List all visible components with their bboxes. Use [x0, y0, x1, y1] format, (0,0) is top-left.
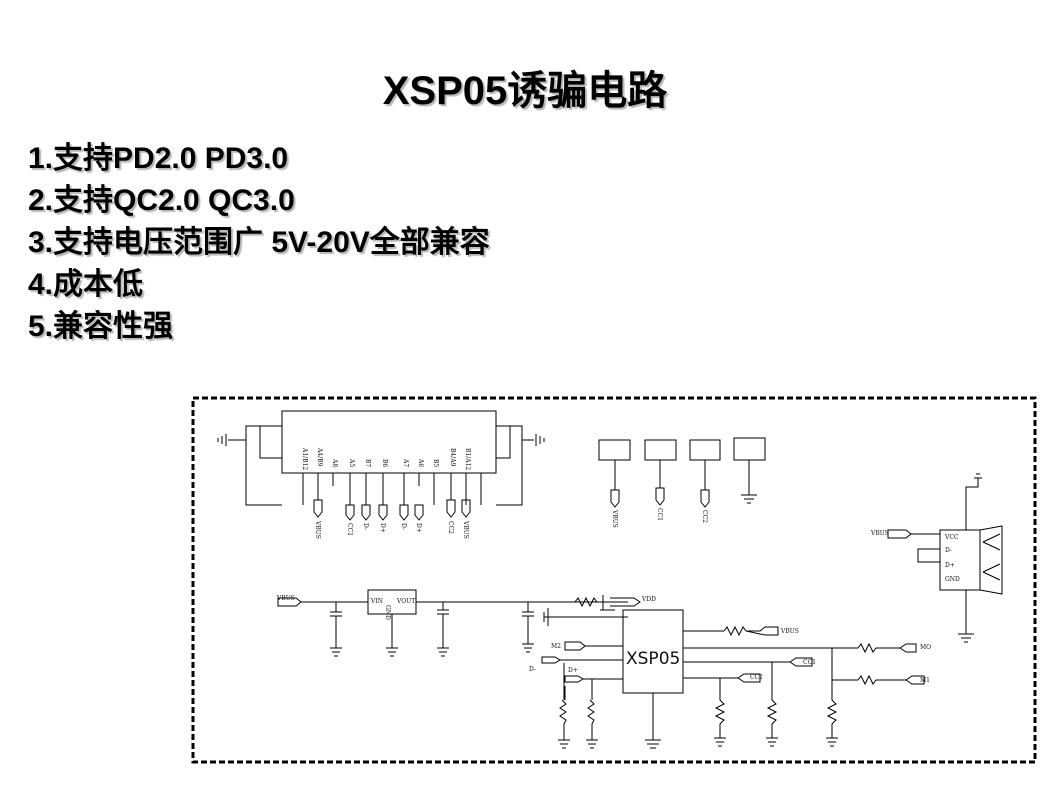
- net-label: VBUS: [611, 509, 618, 528]
- net-label: CC1: [803, 659, 816, 666]
- usb-pin-label: GND: [945, 576, 960, 583]
- pin-label: A6: [417, 458, 424, 467]
- pin-label: A8: [331, 458, 338, 467]
- test-pad: [644, 439, 677, 461]
- net-label: VBUS: [780, 628, 799, 635]
- pin-label: B5: [432, 459, 439, 467]
- net-label: VBUS: [462, 520, 469, 539]
- pin-label: A7: [402, 458, 409, 467]
- pin-label: A4/B9: [316, 447, 323, 467]
- pin-label: B6: [381, 459, 388, 467]
- feature-item: 1.支持PD2.0 PD3.0: [28, 142, 289, 175]
- net-label: VBUS: [314, 520, 321, 539]
- page-title: XSP05诱骗电路: [382, 69, 668, 113]
- ldo-pin-label: VOUT: [396, 598, 415, 605]
- pin-label: B7: [364, 459, 371, 467]
- net-label: CC2: [701, 510, 708, 523]
- net-label: D-: [529, 666, 536, 673]
- ldo-pin-label: VIN: [370, 598, 383, 605]
- pin-label: A5: [348, 458, 355, 467]
- usb-a-connector: [939, 529, 981, 591]
- feature-list: 1.支持PD2.0 PD3.0 2.支持QC2.0 QC3.0 3.支持电压范围…: [28, 138, 490, 348]
- usb-pin-label: D+: [945, 562, 955, 569]
- net-label: D+: [379, 523, 386, 533]
- net-label: CC2: [447, 521, 454, 534]
- net-label: CC1: [346, 523, 353, 536]
- net-label: D-: [400, 523, 407, 530]
- test-pad: [689, 439, 721, 461]
- net-label: D+: [415, 523, 422, 533]
- pin-label: B4/A9: [449, 448, 456, 467]
- net-label: MO: [920, 644, 931, 651]
- usb-pin-label: VCC: [944, 534, 959, 541]
- net-label: VDD: [641, 596, 656, 603]
- net-label: M1: [920, 677, 930, 684]
- net-label: D+: [568, 667, 578, 674]
- pin-label: A1/B12: [301, 447, 308, 470]
- net-label: D-: [362, 523, 369, 530]
- net-label: CC2: [750, 674, 763, 681]
- net-label: VBUS: [870, 530, 889, 537]
- typec-connector: [281, 410, 497, 474]
- ldo-pin-label: GND: [384, 605, 391, 620]
- usb-pin-label: D-: [945, 547, 952, 554]
- test-pad: [733, 437, 766, 461]
- feature-item: 3.支持电压范围广 5V-20V全部兼容: [28, 226, 490, 259]
- net-label: M2: [551, 643, 561, 650]
- feature-item: 4.成本低: [28, 268, 144, 301]
- pin-label: B1/A12: [464, 448, 471, 470]
- feature-item: 5.兼容性强: [28, 310, 174, 343]
- feature-item: 2.支持QC2.0 QC3.0: [28, 184, 295, 217]
- chip-label: XSP05: [626, 649, 680, 669]
- net-label: CC1: [656, 508, 663, 521]
- test-pad: [598, 439, 631, 461]
- net-label: VBUS: [276, 595, 295, 602]
